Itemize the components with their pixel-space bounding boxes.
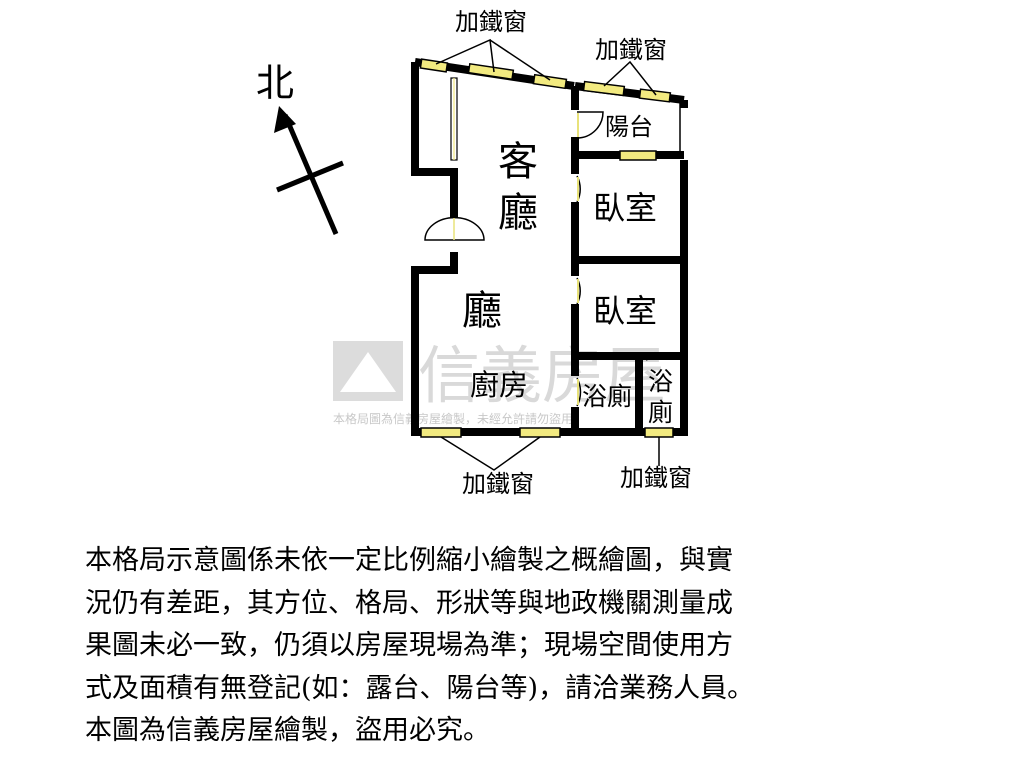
disclaimer: 本格局示意圖係未依一定比例縮小繪製之概繪圖，與實 況仍有差距，其方位、格局、形狀… [85, 540, 945, 753]
window-top-2 [467, 62, 515, 81]
window-label-top-right: 加鐵窗 [595, 36, 667, 64]
room-bedroom-2: 臥室 [593, 292, 657, 330]
room-bath-1: 浴廁 [582, 382, 632, 411]
sliding-door [450, 77, 458, 161]
room-living-1: 客 [498, 139, 538, 185]
watermark-notice: 本格局圖為信義房屋繪製，未經允許請勿盜用， [333, 411, 585, 426]
window-label-bottom-left: 加鐵窗 [462, 470, 534, 498]
room-living-2: 廳 [498, 190, 538, 236]
disclaimer-line-1: 本格局示意圖係未依一定比例縮小繪製之概繪圖，與實 [85, 545, 733, 576]
window-bottom-2 [519, 427, 561, 438]
walls [411, 58, 688, 436]
door-balcony-icon [576, 111, 604, 139]
window-bath [644, 427, 674, 438]
disclaimer-line-4: 式及面積有無登記(如：露台、陽台等)，請洽業務人員。 [85, 672, 755, 704]
watermark: 信義房屋 本格局圖為信義房屋繪製，未經允許請勿盜用， [333, 339, 666, 426]
window-bottom-1 [420, 427, 462, 438]
compass-label: 北 [256, 61, 294, 105]
room-labels: 客 廳 廳 廚房 陽台 臥室 臥室 浴廁 浴 廁 [462, 113, 673, 427]
north-compass: 北 [256, 61, 344, 235]
room-bedroom-1: 臥室 [593, 189, 657, 227]
watermark-logo-house-icon [340, 352, 396, 392]
doors [424, 111, 683, 407]
floor-plan: 信義房屋 本格局圖為信義房屋繪製，未經允許請勿盜用， 北 [256, 8, 692, 498]
window-bedroom [619, 150, 657, 161]
north-arrow-icon [274, 106, 296, 133]
disclaimer-line-5: 本圖為信義房屋繪製，盜用必究。 [85, 715, 490, 746]
door-bath-2-icon [645, 355, 683, 361]
room-dining: 廳 [462, 288, 502, 334]
room-balcony: 陽台 [605, 113, 653, 141]
window-label-bottom-right: 加鐵窗 [620, 464, 692, 492]
window-top-3 [532, 73, 568, 90]
room-bath-2-line1: 浴 [648, 367, 673, 396]
window-annotations [435, 38, 660, 471]
disclaimer-line-3: 果圖未必一致，仍須以房屋現場為準；現場空間使用方 [85, 630, 733, 661]
room-kitchen: 廚房 [470, 368, 528, 402]
disclaimer-line-2: 況仍有差距，其方位、格局、形狀等與地政機關測量成 [85, 587, 733, 619]
window-top-4 [582, 80, 626, 97]
watermark-brand: 信義房屋 [418, 339, 666, 412]
room-bath-2-line2: 廁 [648, 398, 673, 427]
window-top-5 [638, 88, 672, 103]
window-label-top-left: 加鐵窗 [455, 8, 527, 36]
